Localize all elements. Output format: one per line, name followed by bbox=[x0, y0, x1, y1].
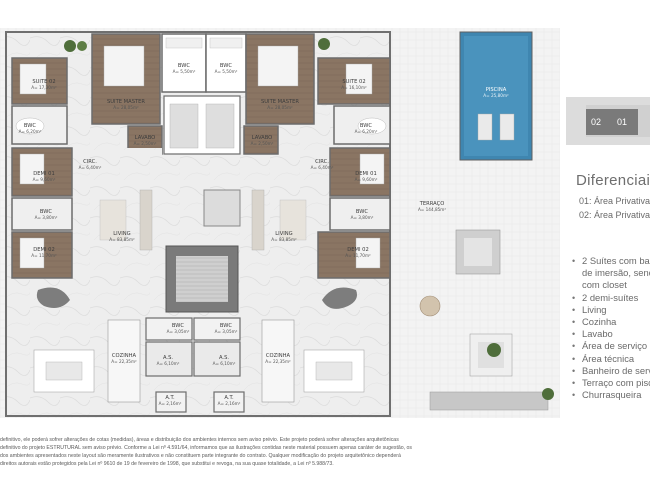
feature-item: 2 Suítes com banheira bbox=[572, 255, 650, 267]
disclaimer-line: definitivo, ele poderá sofrer alterações… bbox=[0, 437, 399, 443]
disclaimer-line: dos ambientes apresentados neste layout … bbox=[0, 453, 401, 460]
disclaimer-line: definitivo do projeto ESTRUTURAL sem avi… bbox=[0, 445, 413, 452]
feature-item: Terraço com piscina bbox=[572, 377, 650, 389]
diferenciais-title: Diferenciais bbox=[576, 172, 650, 189]
room-label-at-left: A.T.A= 2,16m² bbox=[158, 395, 182, 406]
feature-item: Banheiro de serviço bbox=[572, 365, 650, 377]
feature-item: Cozinha bbox=[572, 316, 650, 328]
room-label-circ-left: CIRC.A= 6,40m² bbox=[78, 159, 102, 170]
key-plan-unit-01 bbox=[612, 109, 638, 135]
feature-item: Área técnica bbox=[572, 353, 650, 365]
feature-item: Churrasqueira bbox=[572, 389, 650, 401]
feature-item: 2 demi-suítes bbox=[572, 292, 650, 304]
key-plan-label-02: 02 bbox=[591, 117, 602, 127]
key-plan-label-01: 01 bbox=[617, 117, 628, 127]
legal-disclaimer: definitivo, ele poderá sofrer alterações… bbox=[0, 436, 560, 468]
feature-item: Lavabo bbox=[572, 328, 650, 340]
feature-item: com closet bbox=[582, 279, 627, 291]
room-label-circ-right: CIRC.A= 6,40m² bbox=[310, 159, 334, 170]
key-plan-thumbnail: 02 01 bbox=[566, 97, 650, 145]
floor-plan-drawing bbox=[0, 28, 560, 418]
feature-item: de imersão, sendo uma bbox=[582, 267, 650, 279]
features-list: 2 Suítes com banheira de imersão, sendo … bbox=[572, 255, 650, 402]
area-line-02: 02: Área Privativa bbox=[579, 210, 650, 220]
key-plan-unit-02 bbox=[586, 109, 612, 135]
feature-item: Living bbox=[572, 304, 650, 316]
feature-item: Área de serviço bbox=[572, 340, 650, 352]
room-label-at-right: A.T.A= 2,16m² bbox=[217, 395, 241, 406]
disclaimer-line: direitos autorais estão protegidos pela … bbox=[0, 461, 334, 468]
room-label-as-left: A.S.A= 6,10m² bbox=[156, 355, 180, 366]
room-label-as-right: A.S.A= 6,10m² bbox=[212, 355, 236, 366]
area-line-01: 01: Área Privativa bbox=[579, 196, 650, 206]
